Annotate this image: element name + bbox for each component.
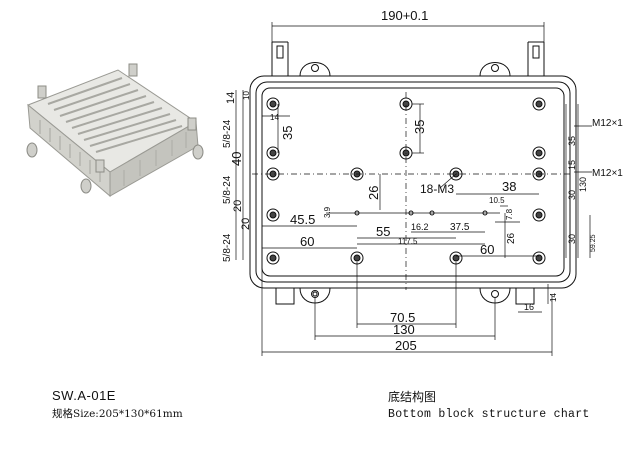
dim-35-right: 35 [567,136,577,146]
dim-190: 190+0.1 [381,8,428,23]
dim-30-right-a: 30 [567,190,577,200]
dim-14-bottom: 14 [549,293,558,302]
dim-55: 55 [376,224,390,239]
enclosure-outline [249,41,577,305]
dim-35-center: 35 [412,120,427,134]
dim-38: 38 [502,179,516,194]
dim-16-bottom: 16 [524,302,534,312]
dim-7-8: 7.8 [505,208,514,220]
dim-59-25-right: 59.25 [590,234,597,252]
dim-14-small: 14 [270,113,279,122]
dim-15-right: 15 [567,160,577,170]
product-photo [26,63,204,198]
dim-40-left: 40 [229,152,244,166]
dim-30-right-b: 30 [567,234,577,244]
dim-60-right: 60 [480,242,494,257]
thread-m12-a: M12×1 [592,118,623,129]
dim-20-left-a: 20 [232,200,244,212]
dim-205: 205 [395,338,417,353]
dim-26-right: 26 [506,232,517,244]
dim-16-2: 16.2 [411,222,429,232]
drawing-caption: 底结构图 Bottom block structure chart [388,388,590,421]
dim-14-left: 14 [225,92,237,104]
dim-35-left: 35 [280,126,295,140]
drawing-title-en: Bottom block structure chart [388,408,590,421]
dim-26: 26 [366,186,381,200]
dim-45-5: 45.5 [290,212,315,227]
dim-37-5: 37.5 [450,222,470,233]
port-thread-a: 5/8-24 [222,119,233,148]
dim-18-m3: 18-M3 [420,182,454,196]
dim-3-9: 3.9 [323,206,332,218]
dim-20-left-b: 20 [240,218,252,230]
dim-60-left: 60 [300,234,314,249]
product-caption: SW.A-01E 规格Size:205*130*61mm [52,388,183,421]
dim-117-5: 117.5 [398,237,418,246]
size-label: 规格Size:205*130*61mm [52,408,183,420]
dim-10-left: 10 [242,91,251,100]
dim-10-5: 10.5 [489,196,505,205]
dim-130: 130 [393,322,415,337]
thread-m12-b: M12×1 [592,168,623,179]
dim-70-5: 70.5 [390,310,415,325]
drawing-title-cn: 底结构图 [388,390,437,404]
model-number: SW.A-01E [52,388,116,403]
dimension-lines [235,22,592,356]
port-thread-c: 5/8-24 [222,233,233,262]
port-thread-b: 5/8-24 [222,175,233,204]
dimension-labels: 190+0.1 205 130 70.5 35 35 26 18-M3 38 4… [222,8,623,353]
dim-130-right: 130 [578,177,588,192]
